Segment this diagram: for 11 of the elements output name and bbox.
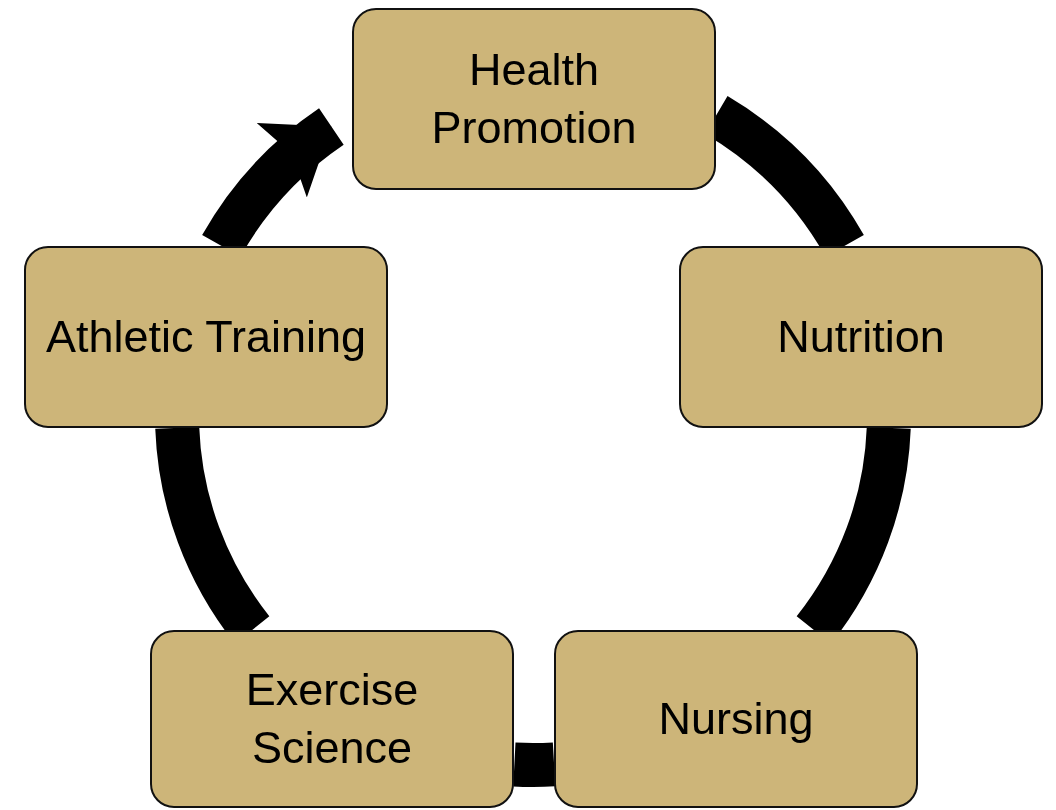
rounded-box <box>352 8 716 190</box>
box-label: Health Promotion <box>430 42 638 155</box>
rounded-box <box>24 246 388 428</box>
box-label: Nutrition <box>777 309 945 364</box>
box-label: Exercise Science <box>244 662 420 775</box>
rounded-box <box>554 630 918 808</box>
box-label: Nursing <box>658 691 814 746</box>
connector-arc <box>513 742 556 787</box>
box-label: Athletic Training <box>45 309 367 364</box>
rounded-box <box>150 630 514 808</box>
rounded-box <box>679 246 1043 428</box>
